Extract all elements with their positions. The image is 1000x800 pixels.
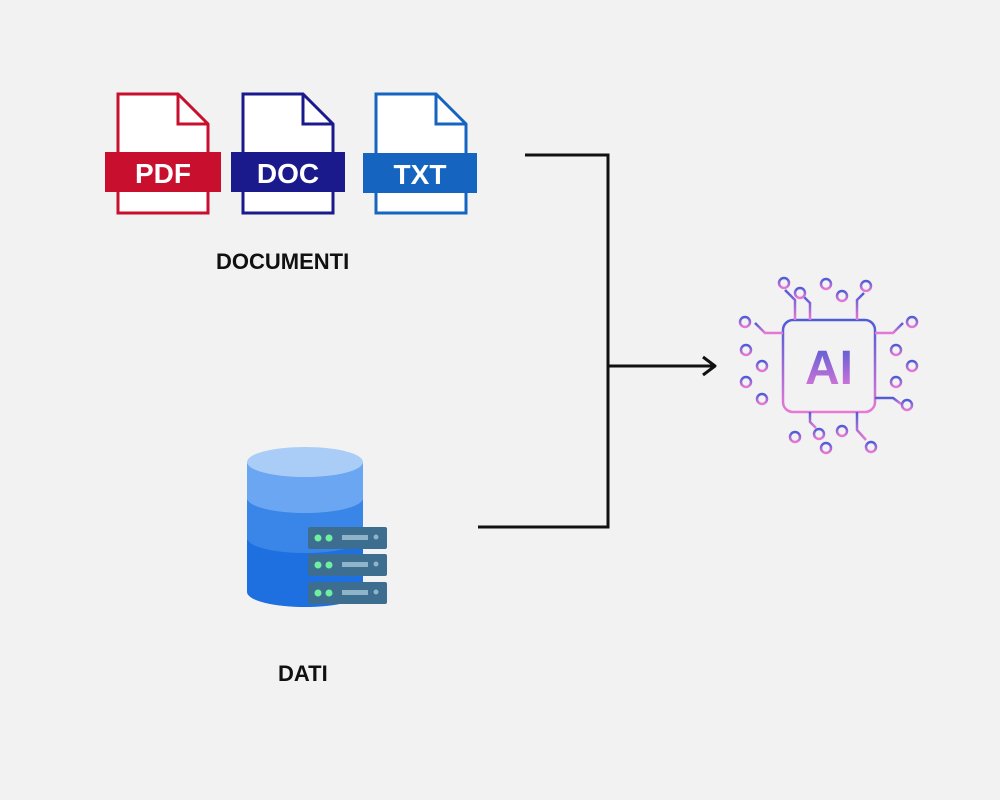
connector-lines — [478, 153, 717, 529]
pdf-file-icon: PDF — [105, 92, 221, 215]
doc-file-icon: DOC — [231, 92, 345, 215]
arrow-head-icon — [702, 355, 717, 377]
ai-chip-label: AI — [805, 342, 853, 395]
documents-label: DOCUMENTI — [216, 249, 350, 274]
txt-file-icon: TXT — [363, 92, 477, 215]
ai-chip-icon — [738, 276, 919, 455]
txt-file-label: TXT — [394, 159, 447, 190]
connector-from-documents — [525, 153, 610, 366]
data-label: DATI — [278, 661, 328, 686]
server-rack-icon — [308, 527, 387, 604]
connector-from-data — [478, 366, 610, 529]
doc-file-label: DOC — [257, 158, 319, 189]
pdf-file-label: PDF — [135, 158, 191, 189]
